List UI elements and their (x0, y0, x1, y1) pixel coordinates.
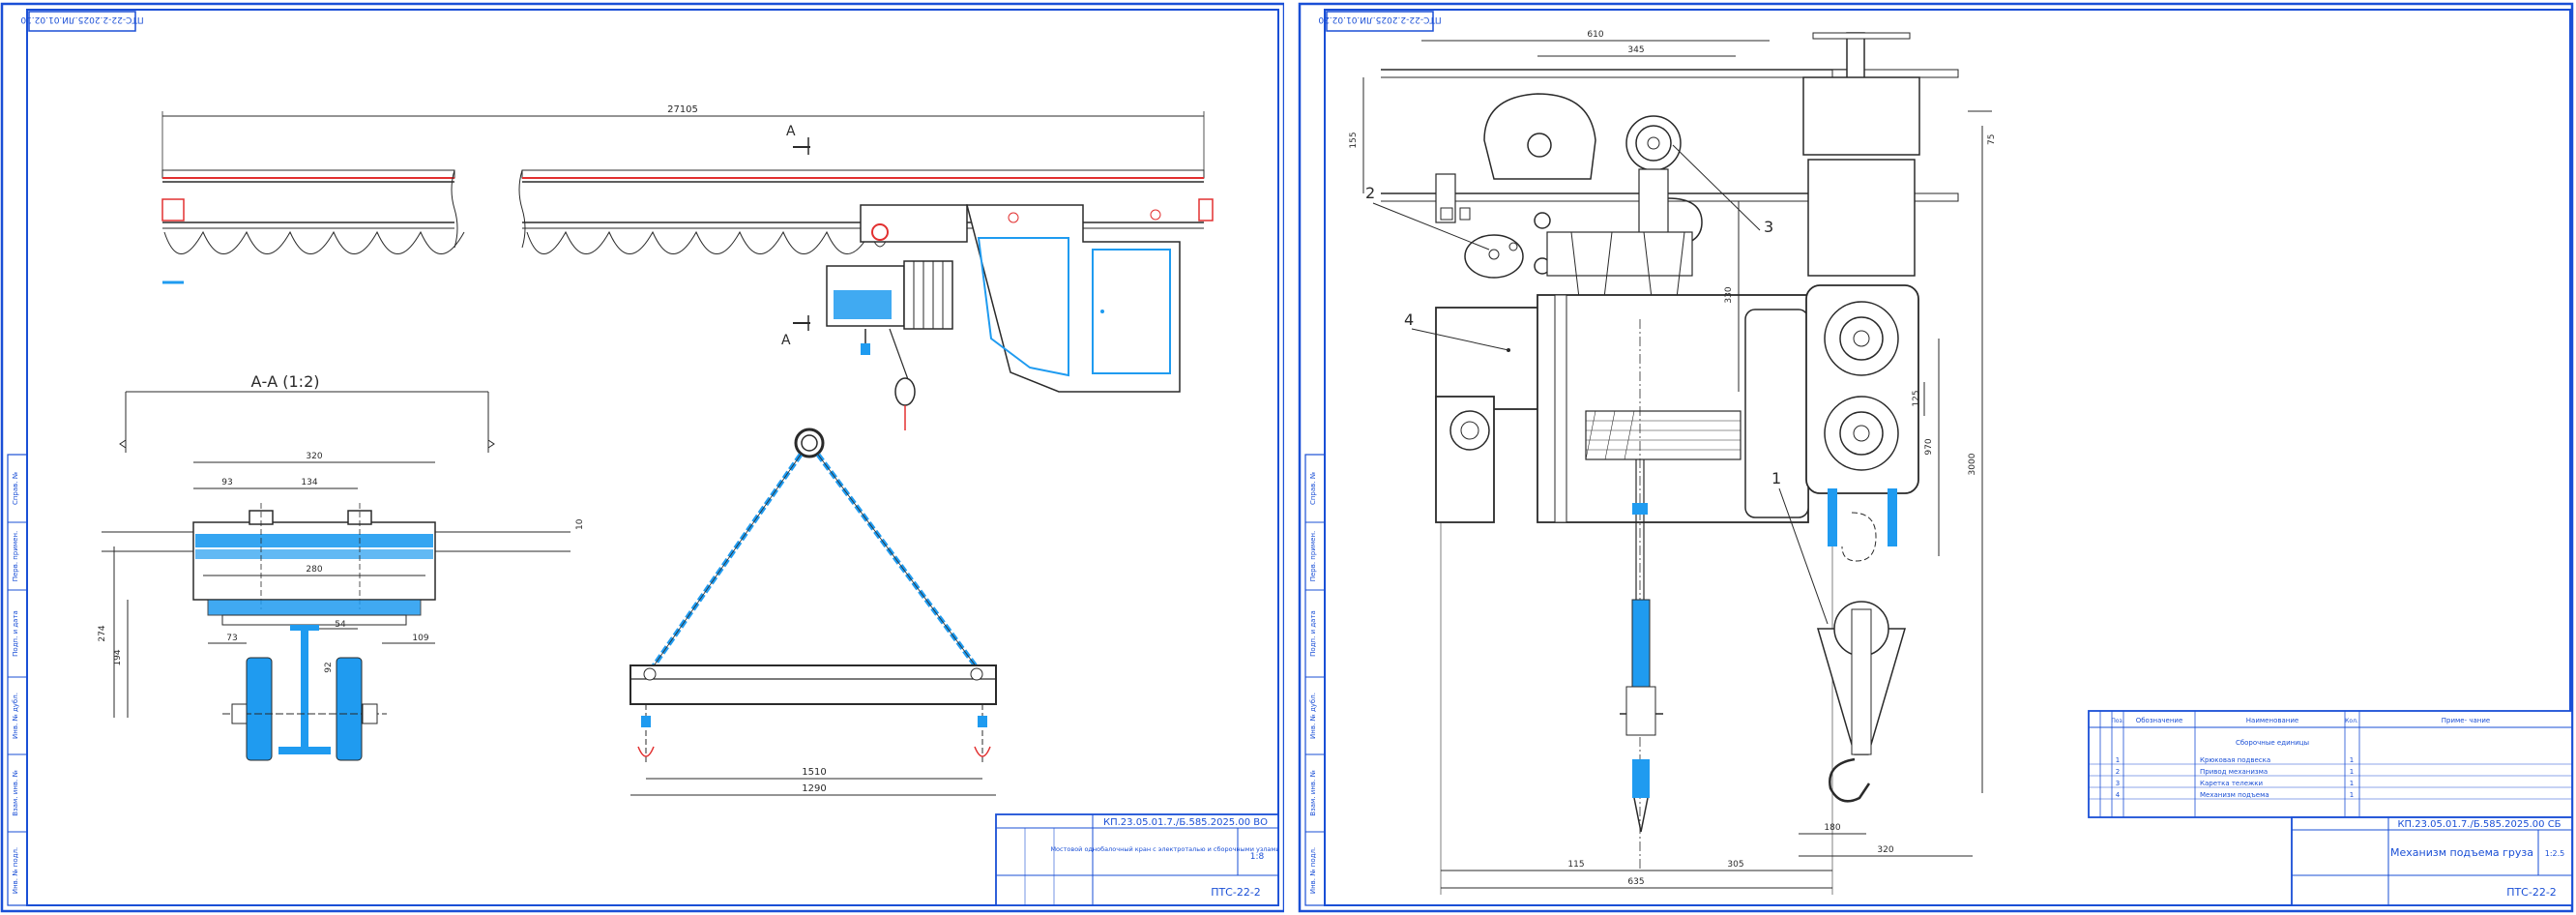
side-binding-strip: Справ. № Перв. примен. Подп. и дата Инв.… (1304, 454, 1326, 906)
svg-text:3000: 3000 (1968, 453, 1977, 475)
svg-text:610: 610 (1587, 30, 1603, 40)
svg-text:Инв. № подл.: Инв. № подл. (12, 847, 19, 894)
svg-text:Наименование: Наименование (2246, 717, 2298, 724)
svg-text:Инв. № дубл.: Инв. № дубл. (1309, 693, 1317, 739)
sheet-frame (0, 2, 1286, 913)
sheet-gap (1284, 0, 1298, 915)
svg-text:Перв. примен.: Перв. примен. (12, 531, 19, 582)
callout-4: 4 (1404, 310, 1414, 329)
spec-section-title: Сборочные единицы (2236, 739, 2309, 747)
svg-text:10: 10 (575, 518, 585, 530)
svg-text:345: 345 (1627, 45, 1644, 55)
drawing-code: КП.23.05.01.7./Б.585.2025.00 СБ (2397, 819, 2561, 830)
table-row: 3 Каретка тележки 1 (2089, 780, 2572, 788)
svg-text:Инв. № подл.: Инв. № подл. (1309, 847, 1317, 894)
svg-text:Подп. и дата: Подп. и дата (1309, 610, 1317, 657)
dim-span: 27105 (667, 104, 698, 115)
drawing-code: КП.23.05.01.7./Б.585.2025.00 ВО (1103, 817, 1268, 828)
svg-text:1: 1 (2116, 756, 2120, 764)
table-row: 2 Привод механизма 1 (2089, 768, 2572, 777)
side-binding-strip: Справ. № Перв. примен. Подп. и дата Инв.… (7, 454, 28, 906)
drawing-name: Мостовой однобалочный кран с электроталь… (1050, 845, 1279, 853)
svg-text:Каретка тележки: Каретка тележки (2200, 780, 2263, 787)
svg-text:1: 1 (2350, 768, 2354, 776)
svg-text:134: 134 (301, 478, 317, 487)
svg-text:115: 115 (1567, 860, 1584, 870)
drawing-scale: 1:2.5 (2545, 849, 2565, 858)
svg-text:1: 1 (2350, 756, 2354, 764)
section-view-aa: А-А (1:2) 320 93 134 280 (98, 372, 585, 761)
svg-text:1290: 1290 (802, 783, 826, 794)
chain-sling-view: 1510 1290 (629, 428, 997, 796)
title-block-right: КП.23.05.01.7./Б.585.2025.00 СБ Механизм… (2291, 816, 2573, 906)
hoist-assembly (826, 204, 1181, 430)
svg-text:1: 1 (2350, 791, 2354, 799)
hoist-side-view: 1 75 3000 970 125 180 320 (1771, 32, 1997, 857)
group-code: ПТС-22-2 (1211, 886, 1261, 899)
section-title: А-А (1:2) (251, 372, 320, 391)
svg-text:Подп. и дата: Подп. и дата (12, 610, 19, 657)
svg-text:Механизм подъема: Механизм подъема (2200, 791, 2269, 799)
svg-text:194: 194 (113, 649, 123, 665)
section-mark-bottom: А (781, 333, 791, 348)
svg-text:Взам. инв. №: Взам. инв. № (12, 770, 19, 816)
svg-text:4: 4 (2116, 791, 2121, 799)
svg-text:Приме- чание: Приме- чание (2442, 717, 2490, 724)
svg-text:320: 320 (306, 452, 322, 461)
svg-text:280: 280 (306, 565, 322, 575)
drawing-sheet-crane: ПТС-22-2.2025.ЛИ.01.02.10 Справ. № Перв.… (0, 2, 1286, 913)
svg-text:Привод механизма: Привод механизма (2200, 768, 2268, 776)
drawing-scale: 1:8 (1250, 852, 1265, 862)
table-row: 1 Крюковая подвеска 1 (2089, 756, 2572, 765)
svg-text:635: 635 (1627, 877, 1644, 887)
svg-text:109: 109 (412, 634, 428, 643)
svg-text:54: 54 (335, 620, 346, 630)
svg-text:330: 330 (1724, 286, 1734, 303)
svg-text:Кол.: Кол. (2345, 718, 2358, 724)
hoist-front-view: 610 345 155 (1349, 30, 1861, 895)
svg-text:320: 320 (1877, 845, 1893, 855)
svg-text:180: 180 (1824, 823, 1840, 833)
svg-text:970: 970 (1924, 438, 1934, 455)
svg-text:2: 2 (2116, 768, 2120, 776)
section-mark-top: А (786, 124, 796, 139)
svg-text:274: 274 (98, 625, 107, 641)
svg-text:Инв. № дубл.: Инв. № дубл. (12, 693, 19, 739)
specification-table: Поз. Обозначение Наименование Кол. Приме… (2088, 710, 2573, 818)
sheet-frame (1298, 2, 2574, 913)
sheet-stamp: ПТС-22-2.2025.ЛИ.01.02.10 (20, 15, 144, 24)
group-code: ПТС-22-2 (2506, 886, 2557, 899)
sheet-stamp: ПТС-22-2.2025.ЛИ.01.02.20 (1318, 15, 1442, 24)
svg-text:305: 305 (1727, 860, 1743, 870)
svg-text:Крюковая подвеска: Крюковая подвеска (2200, 756, 2270, 764)
svg-text:Справ. №: Справ. № (1309, 472, 1317, 505)
svg-text:92: 92 (324, 662, 334, 672)
title-block-left: КП.23.05.01.7./Б.585.2025.00 ВО Мостовой… (995, 813, 1280, 906)
svg-text:93: 93 (221, 478, 232, 487)
svg-text:75: 75 (1987, 134, 1997, 145)
svg-text:125: 125 (1912, 390, 1921, 406)
svg-text:1510: 1510 (802, 767, 826, 778)
svg-text:73: 73 (226, 634, 237, 643)
svg-text:Обозначение: Обозначение (2136, 717, 2183, 724)
callout-3: 3 (1764, 218, 1773, 236)
svg-text:155: 155 (1349, 132, 1359, 148)
svg-text:Поз.: Поз. (2111, 718, 2123, 724)
callout-2: 2 (1365, 184, 1375, 202)
svg-text:Перв. примен.: Перв. примен. (1309, 531, 1317, 582)
svg-text:Справ. №: Справ. № (12, 472, 19, 505)
drawing-name: Механизм подъема груза (2390, 846, 2533, 859)
crane-bridge-view: 27105 А А (161, 104, 1214, 430)
svg-text:3: 3 (2116, 780, 2120, 787)
callout-1: 1 (1771, 469, 1781, 487)
svg-text:Взам. инв. №: Взам. инв. № (1309, 770, 1317, 816)
inner-frame (26, 9, 1279, 906)
svg-text:1: 1 (2350, 780, 2354, 787)
table-row: 4 Механизм подъема 1 (2089, 791, 2572, 800)
drawing-sheet-hoist: ПТС-22-2.2025.ЛИ.01.02.20 Справ. № Перв.… (1296, 0, 2576, 915)
